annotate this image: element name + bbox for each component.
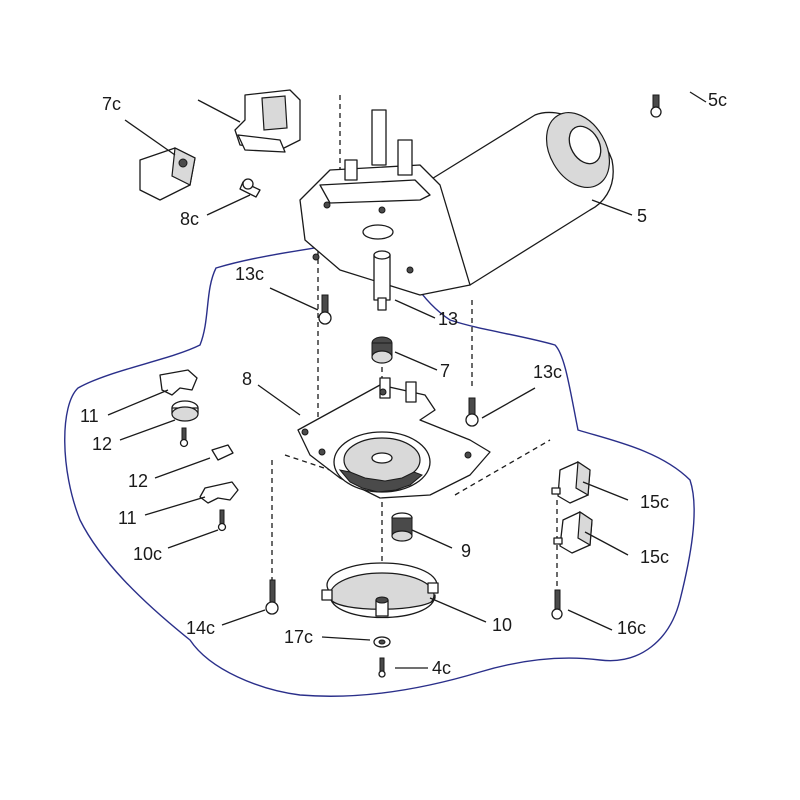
label-17c: 17c xyxy=(284,627,313,647)
label-11-top: 11 xyxy=(80,406,99,426)
axis-line-base-right xyxy=(454,439,551,496)
label-16c: 16c xyxy=(617,618,646,638)
label-10c: 10c xyxy=(133,544,162,564)
part-9-pinion xyxy=(391,512,453,549)
part-17c-washer xyxy=(321,636,391,648)
part-12-washer-top xyxy=(119,400,199,448)
label-11-bottom: 11 xyxy=(118,508,137,528)
part-8c-pin xyxy=(206,178,261,216)
label-7: 7 xyxy=(440,361,450,381)
part-12-washer-bottom xyxy=(154,444,234,479)
part-15c-switch-bottom xyxy=(553,510,629,556)
label-12-bottom: 12 xyxy=(128,471,148,491)
kit-boundary-outline xyxy=(64,234,695,697)
label-5: 5 xyxy=(637,206,647,226)
part-5c-screw xyxy=(650,91,707,118)
label-15c-bottom: 15c xyxy=(640,547,669,567)
axis-line-base-left xyxy=(284,454,331,471)
part-10-cover xyxy=(321,562,487,623)
part-8-gearbox-plate xyxy=(257,377,491,499)
part-5-motor xyxy=(299,109,633,296)
part-4c-screw xyxy=(378,657,428,678)
part-7-bushing xyxy=(371,336,438,371)
part-13c-screw-top xyxy=(269,287,332,325)
label-13c-top: 13c xyxy=(235,264,264,284)
label-8: 8 xyxy=(242,369,252,389)
label-9: 9 xyxy=(461,541,471,561)
label-8c: 8c xyxy=(180,209,199,229)
label-7c: 7c xyxy=(102,94,121,114)
part-15c-switch-top xyxy=(551,460,629,504)
label-5c: 5c xyxy=(708,90,727,110)
label-13: 13 xyxy=(438,309,458,329)
label-13c-right: 13c xyxy=(533,362,562,382)
switch-bracket-part xyxy=(197,89,301,153)
label-14c: 14c xyxy=(186,618,215,638)
part-11-clip-bottom xyxy=(144,481,239,532)
label-15c-top: 15c xyxy=(640,492,669,512)
part-14c-screw xyxy=(221,579,279,626)
label-4c: 4c xyxy=(432,658,451,678)
label-12-top: 12 xyxy=(92,434,112,454)
part-16c-screw xyxy=(551,589,613,631)
part-10c-screw xyxy=(167,529,219,549)
part-7c-switch xyxy=(124,119,196,201)
part-11-clip-top xyxy=(107,369,198,416)
part-13-shaft xyxy=(373,250,436,319)
label-10: 10 xyxy=(492,615,512,635)
part-13c-screw-right xyxy=(465,387,536,427)
